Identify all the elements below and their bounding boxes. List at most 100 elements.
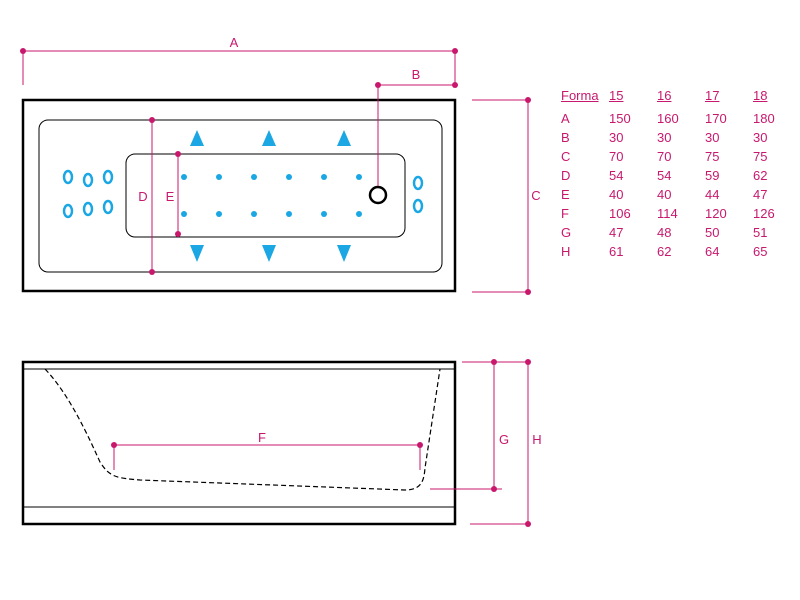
- table-cell: 75: [705, 149, 720, 164]
- table-cell: 160: [657, 111, 679, 126]
- oval-water-jet-icon: [102, 199, 114, 215]
- table-row: A 150 160 170 180: [561, 105, 783, 128]
- water-jets-left: [62, 169, 114, 219]
- air-jets: [181, 174, 362, 217]
- table-cell: 114: [657, 206, 678, 221]
- small-dot-air-jet-icon: [286, 211, 292, 217]
- table-cell: 47: [753, 187, 768, 202]
- tub-basin: [38, 119, 443, 273]
- row-label: F: [561, 206, 569, 221]
- top-view: [21, 98, 457, 293]
- tub-side-outline: [21, 360, 457, 526]
- dim-label-h: H: [532, 432, 541, 447]
- small-dot-air-jet-icon: [251, 211, 257, 217]
- table-cell: 30: [657, 130, 672, 145]
- table-cell: 61: [609, 244, 624, 259]
- small-dot-air-jet-icon: [321, 174, 327, 180]
- oval-water-jet-icon: [102, 169, 114, 185]
- table-cell: 65: [753, 244, 768, 259]
- oval-water-jet-icon: [62, 203, 74, 219]
- table-cell: 30: [705, 130, 720, 145]
- oval-water-jet-icon: [82, 201, 94, 217]
- oval-water-jet-icon: [82, 172, 94, 188]
- triangle-down-icon: [262, 245, 276, 262]
- table-cell: 62: [657, 244, 672, 259]
- header-15: 15: [609, 88, 624, 103]
- dimensions-table: Forma 15 16 17 18 A 150 160 170 180 B 30…: [561, 86, 783, 261]
- small-dot-air-jet-icon: [251, 174, 257, 180]
- table-row: H 61 62 64 65: [561, 242, 783, 261]
- table-cell: 106: [609, 206, 631, 221]
- tub-outer-rim: [21, 98, 457, 293]
- basin-profile: [44, 368, 441, 491]
- row-label: D: [561, 168, 571, 183]
- small-dot-air-jet-icon: [356, 211, 362, 217]
- row-label: G: [561, 225, 572, 240]
- table-cell: 48: [657, 225, 672, 240]
- side-view: [21, 360, 457, 526]
- triangle-up-icon: [337, 130, 351, 146]
- table-header-row: Forma 15 16 17 18: [561, 86, 783, 105]
- small-dot-air-jet-icon: [286, 174, 292, 180]
- row-label: B: [561, 130, 570, 145]
- table-cell: 54: [609, 168, 624, 183]
- table-cell: 51: [753, 225, 768, 240]
- table-cell: 70: [609, 149, 624, 164]
- small-dot-air-jet-icon: [216, 174, 222, 180]
- table-cell: 64: [705, 244, 720, 259]
- small-dot-air-jet-icon: [356, 174, 362, 180]
- header-17: 17: [705, 88, 720, 103]
- oval-water-jet-icon: [412, 175, 424, 191]
- table-cell: 59: [705, 168, 720, 183]
- oval-water-jet-icon: [412, 198, 424, 214]
- table-cell: 44: [705, 187, 720, 202]
- small-dot-air-jet-icon: [181, 174, 187, 180]
- small-dot-air-jet-icon: [181, 211, 187, 217]
- table-cell: 180: [753, 111, 775, 126]
- small-dot-air-jet-icon: [321, 211, 327, 217]
- table-cell: 62: [753, 168, 768, 183]
- table-cell: 126: [753, 206, 775, 221]
- table-cell: 30: [753, 130, 768, 145]
- oval-water-jet-icon: [62, 169, 74, 185]
- table-row: D 54 54 59 62: [561, 166, 783, 185]
- table-row: C 70 70 75 75: [561, 147, 783, 166]
- table-row: E 40 40 44 47: [561, 185, 783, 204]
- row-label: A: [561, 111, 570, 126]
- triangle-down-icon: [337, 245, 351, 262]
- triangle-up-icon: [190, 130, 204, 146]
- small-dot-air-jet-icon: [216, 211, 222, 217]
- water-jets-right: [412, 175, 424, 214]
- table-row: F 106 114 120 126: [561, 204, 783, 223]
- tub-floor: [125, 153, 406, 238]
- dim-label-a: A: [230, 35, 239, 50]
- table-cell: 70: [657, 149, 672, 164]
- row-label: C: [561, 149, 571, 164]
- table-cell: 150: [609, 111, 631, 126]
- dim-label-c: C: [531, 188, 540, 203]
- dimension-endpoints: [20, 48, 531, 527]
- table-cell: 120: [705, 206, 727, 221]
- header-16: 16: [657, 88, 672, 103]
- table-cell: 54: [657, 168, 672, 183]
- table-row: B 30 30 30 30: [561, 128, 783, 147]
- dim-label-f: F: [258, 430, 266, 445]
- table-cell: 50: [705, 225, 720, 240]
- table-cell: 40: [609, 187, 624, 202]
- triangle-down-icon: [190, 245, 204, 262]
- header-forma: Forma: [561, 88, 599, 103]
- arrows: [190, 130, 351, 262]
- dim-label-g: G: [499, 432, 509, 447]
- table-cell: 40: [657, 187, 672, 202]
- table-cell: 30: [609, 130, 624, 145]
- table-cell: 47: [609, 225, 624, 240]
- row-label: H: [561, 244, 571, 259]
- triangle-up-icon: [262, 130, 276, 146]
- drain-circle-icon: [368, 185, 388, 205]
- dim-label-e: E: [166, 189, 175, 204]
- table-cell: 170: [705, 111, 727, 126]
- dim-label-b: B: [412, 67, 421, 82]
- table-cell: 75: [753, 149, 768, 164]
- header-18: 18: [753, 88, 768, 103]
